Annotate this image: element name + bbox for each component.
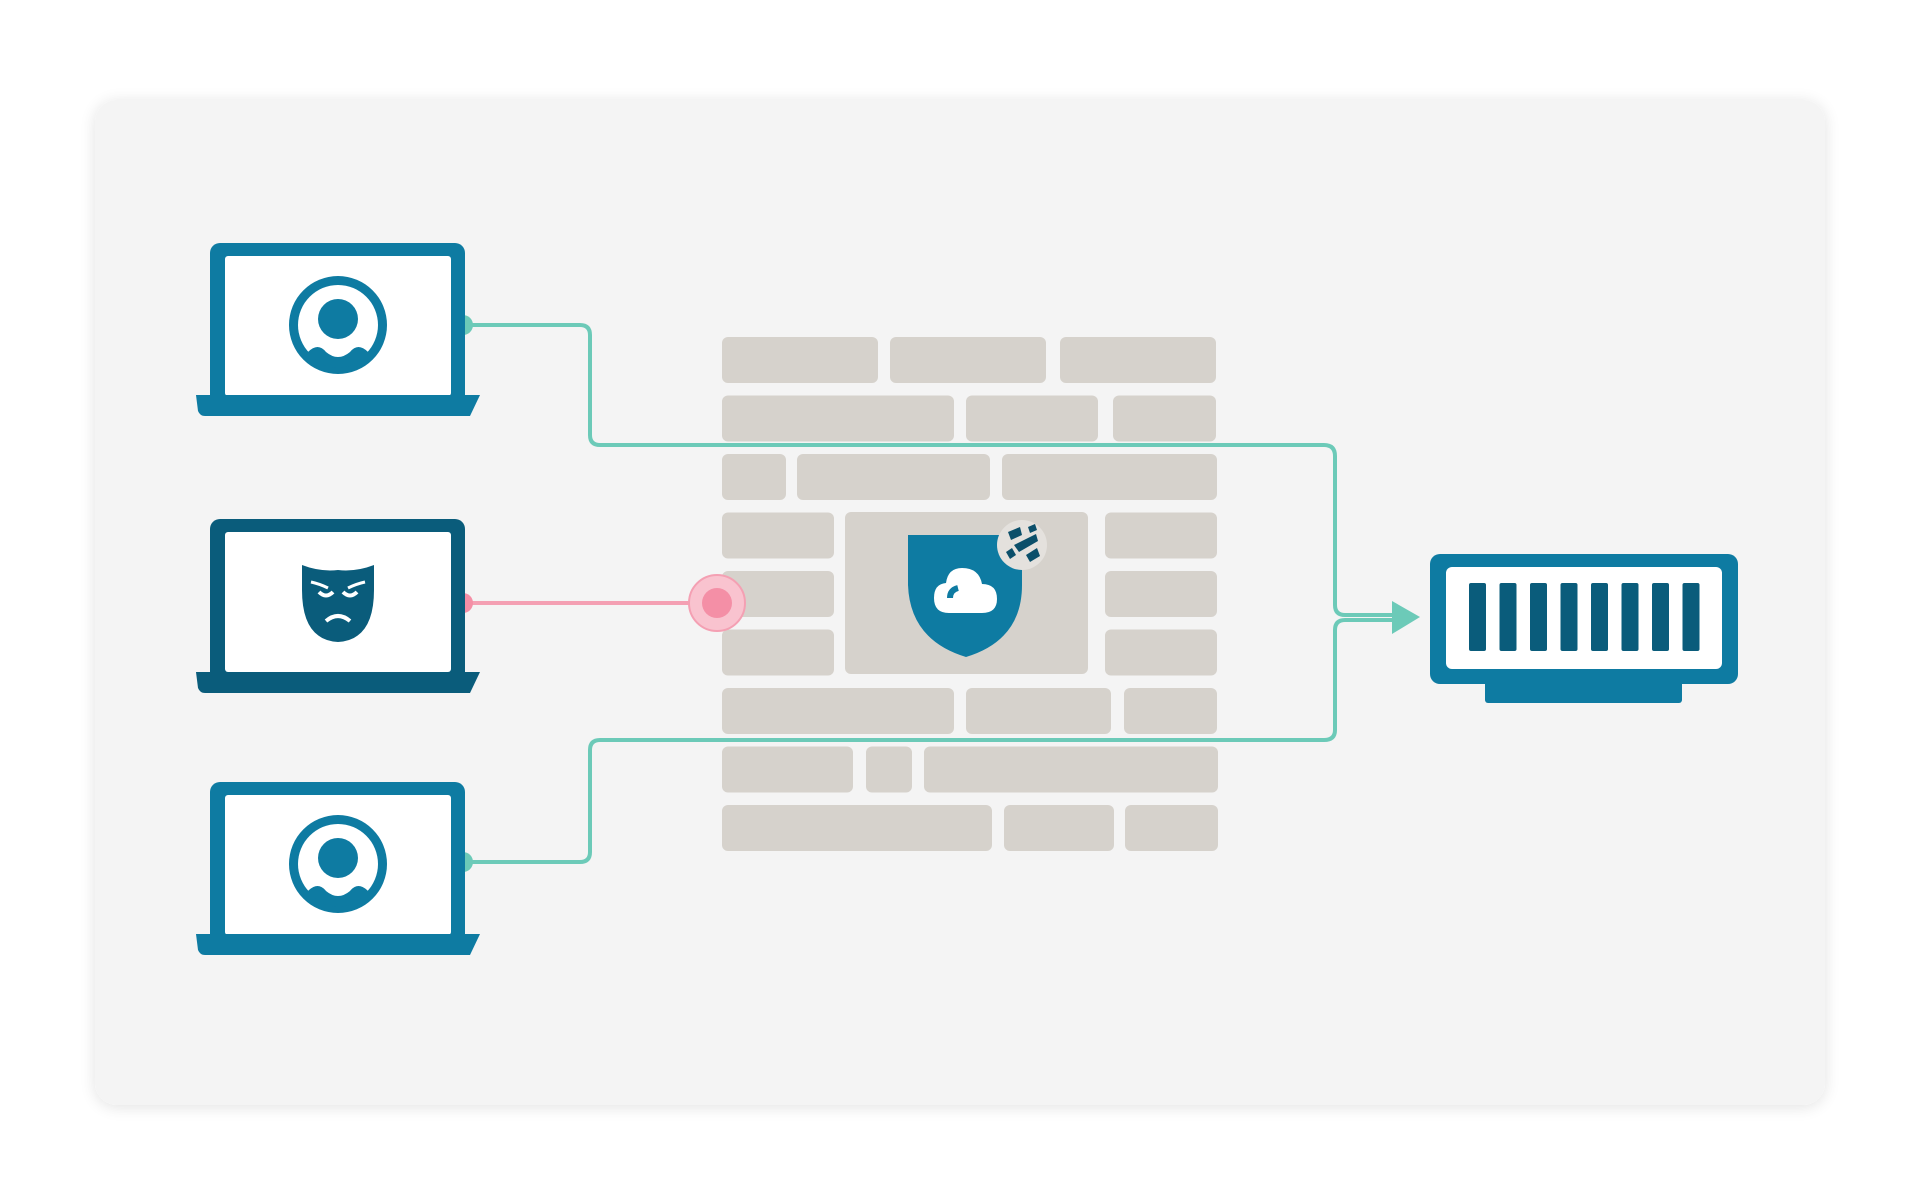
server-slot xyxy=(1530,583,1547,651)
firewall-brick xyxy=(1125,805,1218,851)
firewall-brick xyxy=(924,746,1218,793)
server-face xyxy=(1446,567,1722,669)
laptop-malicious xyxy=(196,519,480,693)
firewall-brick xyxy=(722,454,786,500)
laptop-trusted-bottom xyxy=(196,782,480,955)
firewall-brick xyxy=(722,395,954,442)
connection-allowed-top xyxy=(463,323,1395,617)
firewall-brick xyxy=(1105,571,1217,617)
server-slot xyxy=(1499,583,1517,651)
shatter-icon xyxy=(997,520,1047,570)
server-slot xyxy=(1560,583,1578,651)
firewall-core xyxy=(845,512,1088,674)
firewall-brick xyxy=(1060,337,1216,383)
firewall-brick xyxy=(722,629,834,676)
laptop-trusted-top xyxy=(196,243,480,416)
firewall-brick xyxy=(1004,805,1114,851)
server-slot xyxy=(1621,583,1639,651)
firewall-brick xyxy=(722,337,878,383)
server-rack-icon xyxy=(1469,583,1700,651)
mask-icon xyxy=(302,565,374,642)
firewall-brick xyxy=(1002,454,1217,500)
user-icon xyxy=(289,276,387,374)
firewall-brick xyxy=(966,395,1098,442)
server-slot xyxy=(1652,583,1669,651)
blocked-endpoint xyxy=(702,588,732,618)
server-slot xyxy=(1682,583,1700,651)
arrow-head xyxy=(1392,617,1420,634)
firewall-brick xyxy=(797,454,990,500)
firewall-brick xyxy=(722,746,853,793)
firewall-brick xyxy=(722,688,954,734)
firewall-brick xyxy=(1124,688,1217,734)
server-rack xyxy=(1430,554,1738,703)
firewall-brick xyxy=(722,512,834,559)
firewall-brick xyxy=(722,805,992,851)
firewall-brick xyxy=(1105,629,1217,676)
cloud-shield-icon xyxy=(908,535,1022,657)
firewall-brick xyxy=(722,571,834,617)
firewall-brick xyxy=(866,746,912,793)
connection-lines xyxy=(463,323,1420,864)
firewall-brick xyxy=(1113,395,1216,442)
arrow-head xyxy=(1392,601,1420,617)
firewall-brick-wall xyxy=(722,337,1218,851)
connection-allowed-bottom xyxy=(463,618,1395,864)
firewall-brick xyxy=(890,337,1046,383)
server-slot xyxy=(1469,583,1486,651)
server-slot xyxy=(1591,583,1608,651)
firewall-brick xyxy=(1105,512,1217,559)
firewall-brick xyxy=(966,688,1111,734)
laptops xyxy=(196,243,480,955)
user-icon xyxy=(289,815,387,913)
